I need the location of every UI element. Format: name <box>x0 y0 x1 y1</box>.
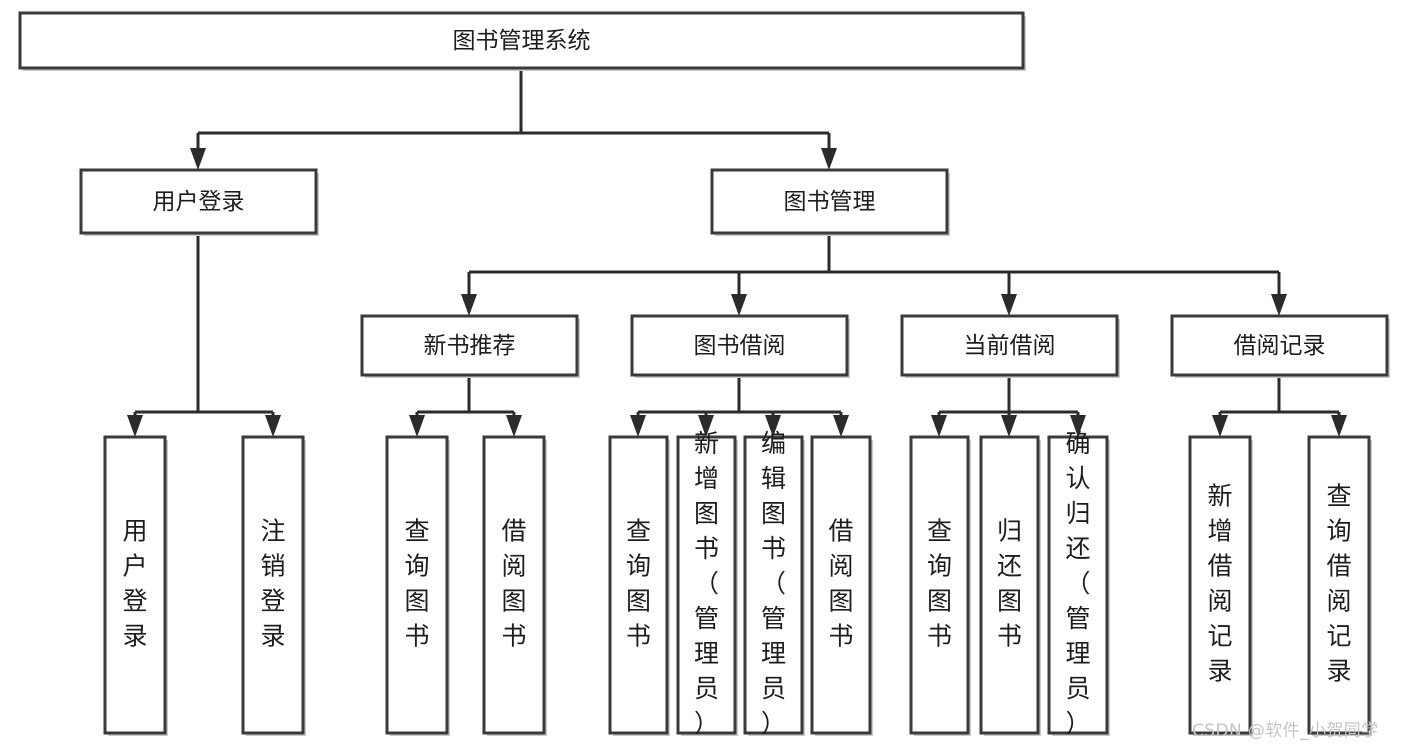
node-label: 图书管理系统 <box>453 28 591 54</box>
leaf-label: 编辑图书（管理员） <box>761 429 786 738</box>
leaf-label: 用户登录 <box>122 517 147 651</box>
node-label: 用户登录 <box>153 189 245 215</box>
leaf-label: 借阅图书 <box>501 517 526 651</box>
node-图书管理[interactable]: 图书管理 <box>710 168 950 236</box>
node-label: 新书推荐 <box>424 333 516 359</box>
arrow-head <box>1001 415 1017 437</box>
leaf-借阅图书[interactable]: 借阅图书 <box>810 435 873 736</box>
arrow-head <box>698 415 714 437</box>
leaf-新增图书管理员[interactable]: 新增图书（管理员） <box>676 429 738 738</box>
arrow-head <box>765 415 781 437</box>
leaf-查询图书[interactable]: 查询图书 <box>909 435 971 736</box>
leaf-label: 查询借阅记录 <box>1326 482 1351 686</box>
leaf-查询图书[interactable]: 查询图书 <box>385 435 450 736</box>
leaf-label: 查询图书 <box>927 517 952 651</box>
node-label: 图书借阅 <box>694 333 786 359</box>
node-借阅记录[interactable]: 借阅记录 <box>1170 314 1390 378</box>
arrow-head <box>461 294 477 316</box>
arrow-head <box>1070 415 1086 437</box>
leaf-label: 归还图书 <box>997 517 1022 651</box>
arrow-head <box>731 294 747 316</box>
leaf-归还图书[interactable]: 归还图书 <box>979 435 1041 736</box>
leaf-label: 查询图书 <box>404 517 429 651</box>
arrow-head <box>833 415 849 437</box>
arrow-head <box>127 415 143 437</box>
leaf-label: 借阅图书 <box>828 517 853 651</box>
arrow-head <box>630 415 646 437</box>
connector-layer <box>127 68 1347 437</box>
arrow-head <box>1331 415 1347 437</box>
arrow-head <box>190 148 206 170</box>
arrow-head <box>1271 294 1287 316</box>
arrow-head <box>931 415 947 437</box>
leaf-label: 查询图书 <box>626 517 651 651</box>
arrow-head <box>265 415 281 437</box>
node-label: 当前借阅 <box>964 333 1056 359</box>
leaf-新增借阅记录[interactable]: 新增借阅记录 <box>1188 435 1253 736</box>
leaf-查询图书[interactable]: 查询图书 <box>608 435 670 736</box>
arrow-head <box>1001 294 1017 316</box>
watermark-label: CSDN @软件_小贺同学 <box>1192 721 1379 741</box>
arrow-head <box>409 415 425 437</box>
leaf-label: 确认归还（管理员） <box>1065 429 1090 738</box>
node-用户登录[interactable]: 用户登录 <box>79 168 319 236</box>
arrow-head <box>821 148 837 170</box>
leaf-确认归还管理员[interactable]: 确认归还（管理员） <box>1047 429 1110 738</box>
node-图书借阅[interactable]: 图书借阅 <box>630 314 850 378</box>
leaf-label: 新增图书（管理员） <box>694 429 719 738</box>
leaf-用户登录[interactable]: 用户登录 <box>103 435 168 736</box>
leaf-编辑图书管理员[interactable]: 编辑图书（管理员） <box>743 429 805 738</box>
node-label: 图书管理 <box>784 189 876 215</box>
leaf-查询借阅记录[interactable]: 查询借阅记录 <box>1307 435 1372 736</box>
node-当前借阅[interactable]: 当前借阅 <box>900 314 1120 378</box>
arrow-head <box>1212 415 1228 437</box>
node-新书推荐[interactable]: 新书推荐 <box>360 314 580 378</box>
node-图书管理系统[interactable]: 图书管理系统 <box>18 11 1026 71</box>
leaf-注销登录[interactable]: 注销登录 <box>241 435 306 736</box>
node-label: 借阅记录 <box>1234 333 1326 359</box>
arrow-head <box>506 415 522 437</box>
leaf-借阅图书[interactable]: 借阅图书 <box>482 435 547 736</box>
leaf-label: 注销登录 <box>260 517 285 651</box>
leaf-label: 新增借阅记录 <box>1207 482 1232 686</box>
node-layer: 图书管理系统用户登录图书管理新书推荐图书借阅当前借阅借阅记录用户登录注销登录查询… <box>18 11 1390 738</box>
